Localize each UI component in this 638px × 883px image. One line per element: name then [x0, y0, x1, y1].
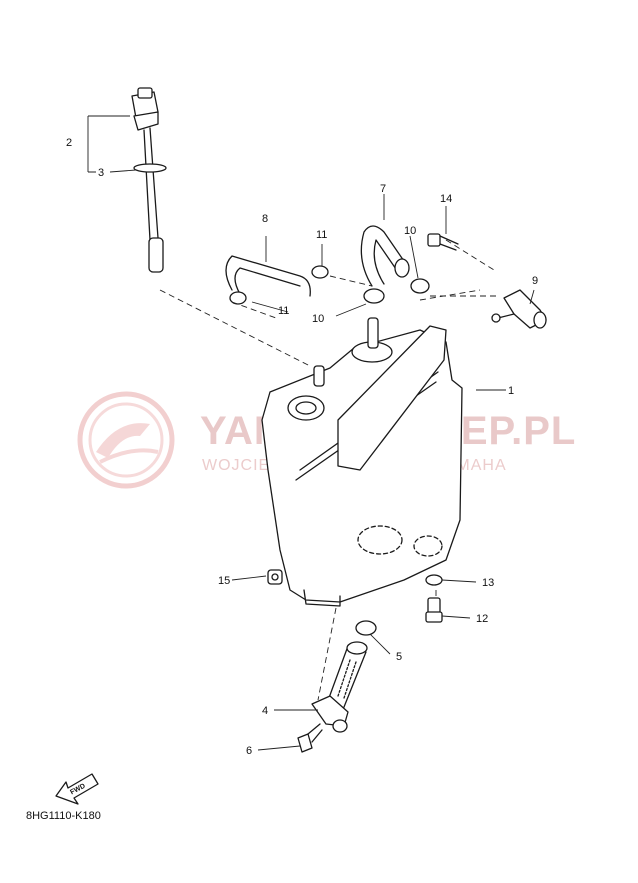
- callout-3: 3: [98, 167, 104, 179]
- callout-15: 15: [218, 575, 230, 587]
- callout-5: 5: [396, 651, 402, 663]
- leader-lines: [87, 115, 535, 751]
- callout-8: 8: [262, 213, 268, 225]
- fuel-gauge-assembly: [131, 87, 167, 273]
- callout-10b: 10: [312, 313, 324, 325]
- joint-9: [491, 289, 547, 329]
- callout-9: 9: [532, 275, 538, 287]
- bolt-12: [425, 597, 443, 623]
- clip-10: [363, 278, 430, 304]
- fuel-tank: [261, 317, 463, 607]
- callout-2: 2: [66, 137, 72, 149]
- o-ring-5: [355, 620, 377, 636]
- callout-11a: 11: [316, 229, 327, 241]
- callout-7: 7: [380, 183, 386, 195]
- callout-labels: 1 2 3 4 5 6 7 8 9 10 10 11 11 12 13 14 1…: [66, 137, 538, 757]
- clip-11: [229, 265, 329, 305]
- callout-6: 6: [246, 745, 252, 757]
- hose-8: [225, 255, 311, 297]
- fuel-filter-cock-4: [311, 641, 368, 733]
- callout-4: 4: [262, 705, 268, 717]
- watermark-logo: [77, 391, 175, 489]
- callout-10a: 10: [404, 225, 416, 237]
- washer-13: [425, 574, 443, 586]
- callout-11b: 11: [278, 305, 289, 317]
- callout-14: 14: [440, 193, 452, 205]
- assembly-lines: [159, 239, 500, 701]
- callout-1: 1: [508, 385, 514, 397]
- hose-7: [360, 225, 410, 287]
- fwd-arrow: FWD: [55, 773, 99, 805]
- callout-12: 12: [476, 613, 488, 625]
- bolt-6: [297, 723, 323, 753]
- callout-13: 13: [482, 577, 494, 589]
- diagram-code: 8HG1110-K180: [26, 810, 101, 822]
- nut-15: [267, 569, 283, 585]
- bolt-14: [427, 233, 459, 251]
